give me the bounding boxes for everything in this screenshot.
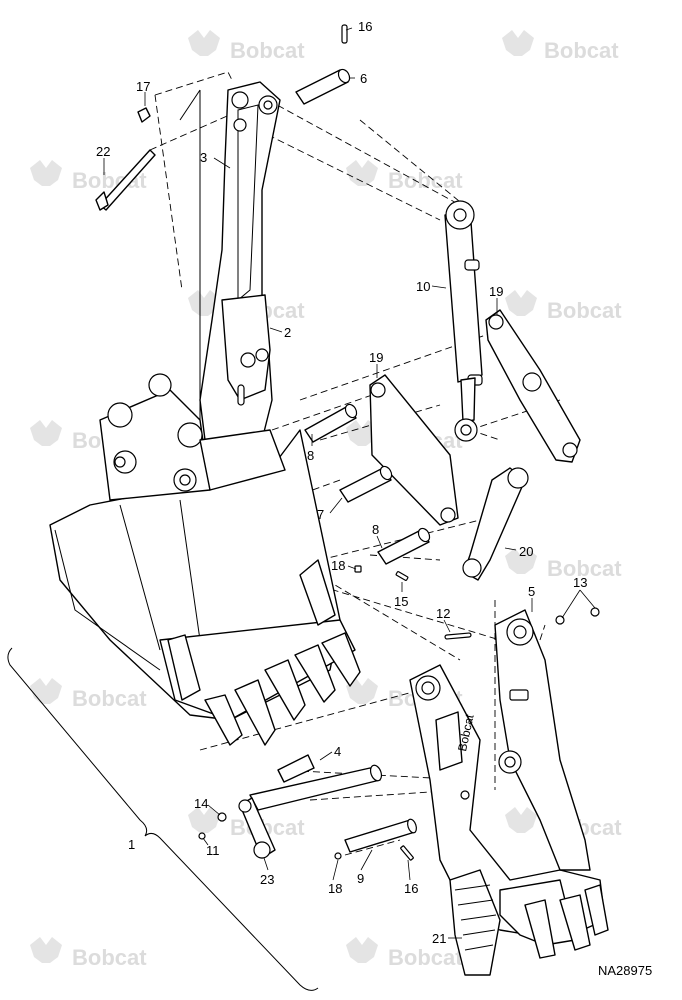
pin-6 bbox=[295, 24, 351, 105]
callout-2: 2 bbox=[284, 325, 291, 340]
watermark-text: Bobcat bbox=[544, 38, 619, 63]
watermark-logo: Bobcat bbox=[188, 30, 305, 63]
watermark-logo: Bobcat bbox=[30, 678, 147, 711]
callout-23: 23 bbox=[260, 872, 274, 887]
watermark-logo: Bobcat bbox=[30, 937, 147, 970]
callout-10: 10 bbox=[416, 279, 430, 294]
callout-11: 11 bbox=[206, 843, 220, 858]
watermark-text: Bobcat bbox=[388, 945, 463, 970]
callout-22: 22 bbox=[96, 144, 110, 159]
callout-7: 7 bbox=[317, 507, 324, 522]
watermark-text: Bobcat bbox=[230, 38, 305, 63]
callout-15: 15 bbox=[394, 594, 408, 609]
callout-16-bottom: 16 bbox=[404, 881, 418, 896]
callout-9: 9 bbox=[357, 871, 364, 886]
watermark-logo: Bobcat bbox=[505, 290, 622, 323]
watermark-text: Bobcat bbox=[547, 556, 622, 581]
callout-19-left: 19 bbox=[369, 350, 383, 365]
link-plate-right bbox=[485, 309, 581, 463]
callout-6: 6 bbox=[360, 71, 367, 86]
pin-9-assembly bbox=[334, 818, 417, 861]
drawing-reference: NA28975 bbox=[598, 963, 652, 978]
watermark-text: Bobcat bbox=[547, 298, 622, 323]
pin-22 bbox=[95, 107, 156, 211]
callout-13: 13 bbox=[573, 575, 587, 590]
watermark-logo: Bobcat bbox=[346, 937, 463, 970]
callout-5: 5 bbox=[528, 584, 535, 599]
pins-7-8 bbox=[304, 403, 431, 581]
callout-12: 12 bbox=[436, 606, 450, 621]
callout-17: 17 bbox=[136, 79, 150, 94]
watermark-text: Bobcat bbox=[388, 168, 463, 193]
pin-23-assembly bbox=[198, 754, 383, 859]
callout-14: 14 bbox=[194, 796, 208, 811]
link-plate-left bbox=[369, 374, 459, 526]
quick-coupler: Bobcat bbox=[409, 607, 609, 976]
hydraulic-cylinder bbox=[444, 200, 483, 442]
bucket-assembly bbox=[49, 373, 361, 746]
main-arm-link bbox=[179, 81, 281, 451]
watermark-logo: Bobcat bbox=[346, 160, 463, 193]
callout-20: 20 bbox=[519, 544, 533, 559]
callout-labels: 16 6 17 22 3 2 10 19 19 8 7 8 18 15 20 5… bbox=[96, 19, 587, 946]
callout-18-bottom: 18 bbox=[328, 881, 342, 896]
watermark-logo: Bobcat bbox=[505, 548, 622, 581]
callout-4: 4 bbox=[334, 744, 341, 759]
callout-8-top: 8 bbox=[307, 448, 314, 463]
callout-18-top: 18 bbox=[331, 558, 345, 573]
callout-16: 16 bbox=[358, 19, 372, 34]
callout-21: 21 bbox=[432, 931, 446, 946]
callout-leaders bbox=[103, 27, 596, 939]
callout-1: 1 bbox=[128, 837, 135, 852]
callout-3: 3 bbox=[200, 150, 207, 165]
callout-19-right: 19 bbox=[489, 284, 503, 299]
watermark-text: Bobcat bbox=[72, 945, 147, 970]
callout-8-bottom: 8 bbox=[372, 522, 379, 537]
watermark-text: Bobcat bbox=[72, 686, 147, 711]
assembly-bracket bbox=[7, 647, 319, 991]
link-20 bbox=[462, 467, 529, 581]
watermark-logo: Bobcat bbox=[502, 30, 619, 63]
